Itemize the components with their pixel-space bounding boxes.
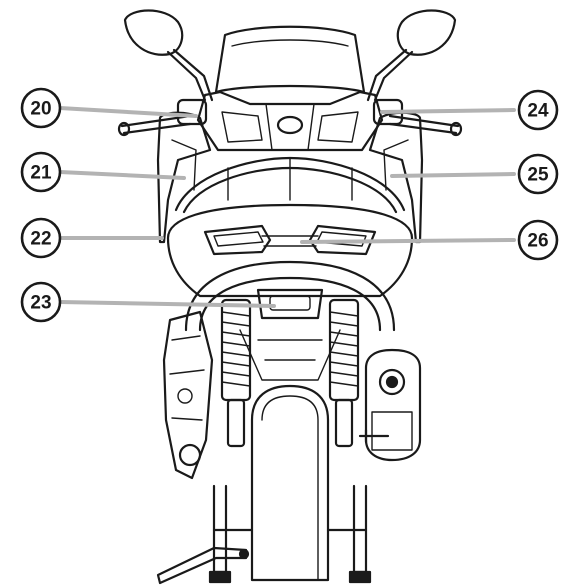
callout-label: 26 — [527, 231, 548, 252]
leader-20 — [58, 106, 198, 118]
leader-26 — [300, 238, 516, 244]
leader-24 — [380, 108, 516, 114]
leader-21 — [58, 170, 186, 180]
rear-tire — [250, 384, 330, 582]
callout-label: 25 — [527, 165, 549, 186]
windscreen — [214, 25, 366, 94]
callout-label: 22 — [30, 229, 51, 250]
right-lever — [372, 98, 463, 137]
callout-23: 23 — [20, 281, 62, 323]
left-tail-light — [203, 224, 272, 256]
left-lever — [117, 98, 208, 137]
scooter-illustration — [117, 9, 463, 585]
exhaust — [358, 348, 422, 462]
callout-label: 23 — [30, 293, 51, 314]
leader-25 — [390, 172, 516, 178]
callout-21: 21 — [20, 151, 62, 193]
license-plate-holder — [256, 288, 324, 320]
left-mirror — [123, 9, 214, 102]
leader-lines — [58, 106, 516, 308]
tail-section — [166, 203, 414, 298]
callout-22: 22 — [20, 217, 62, 259]
right-mirror — [366, 9, 457, 102]
callout-label: 20 — [30, 99, 51, 120]
callout-label: 24 — [527, 101, 549, 122]
callout-25: 25 — [517, 153, 559, 195]
stand-lever — [156, 546, 248, 585]
callout-24: 24 — [517, 89, 559, 131]
right-shock — [328, 298, 360, 448]
leader-23 — [58, 300, 276, 308]
rear-fender — [184, 260, 396, 332]
callout-label: 21 — [30, 163, 52, 184]
engine-left — [162, 310, 214, 480]
callout-26: 26 — [517, 219, 559, 261]
center-stand — [208, 484, 372, 584]
left-shock — [220, 298, 252, 448]
callout-20: 20 — [20, 87, 62, 129]
upper-cowl — [196, 90, 384, 152]
